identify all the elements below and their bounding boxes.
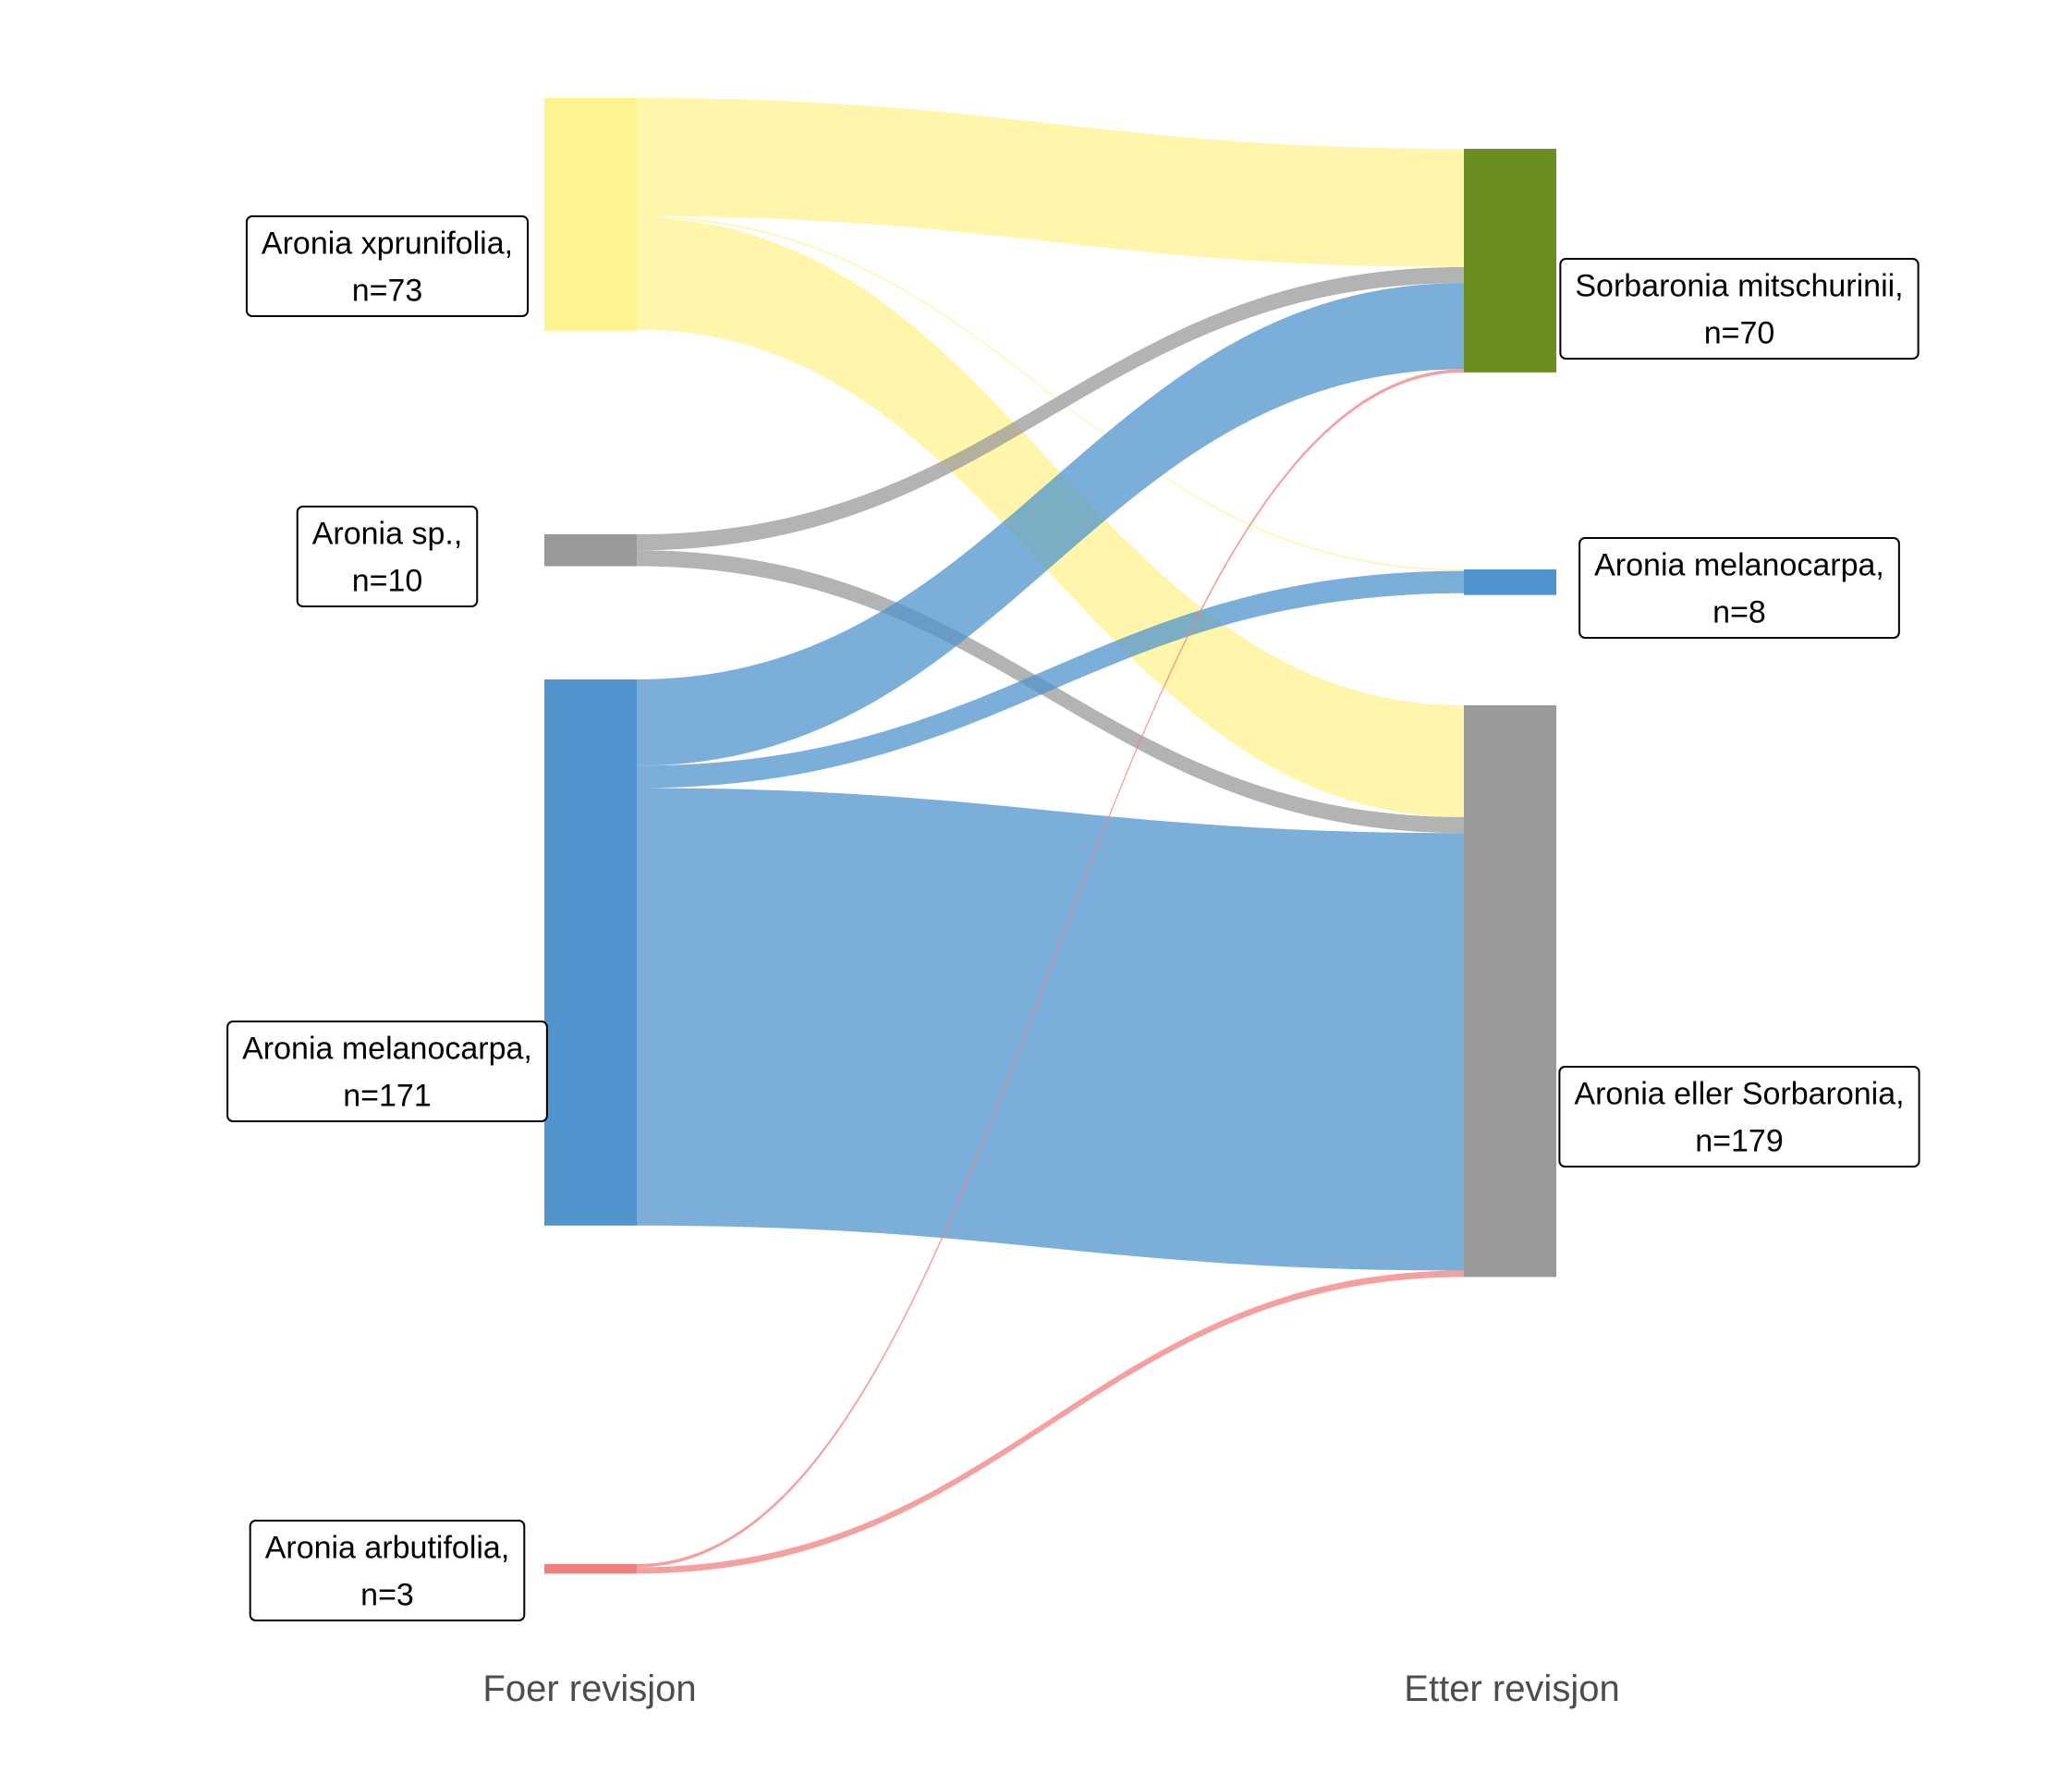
label-box xyxy=(1578,537,1900,639)
label-box xyxy=(249,1520,526,1621)
node-before-xpr xyxy=(544,98,637,332)
flow-xpr-to-smit xyxy=(637,98,1464,267)
node-label-before-arb: Aronia arbutifolia, n=3 xyxy=(249,1520,526,1621)
node-count: n=73 xyxy=(352,274,423,309)
flow-xpr-to-amel xyxy=(637,215,1464,571)
node-after-aes xyxy=(1464,705,1556,1278)
node-label-before-mel: Aronia melanocarpa, n=171 xyxy=(226,1021,548,1122)
axis-label-after: Etter revisjon xyxy=(1404,1669,1619,1709)
node-label-after-aes: Aronia eller Sorbaronia, n=179 xyxy=(1558,1066,1920,1168)
flow-sp-to-smit xyxy=(637,266,1464,551)
axis-label-before: Foer revisjon xyxy=(482,1669,696,1709)
node-count: n=3 xyxy=(360,1578,414,1613)
node-label-before-sp: Aronia sp., n=10 xyxy=(296,506,479,607)
node-count: n=70 xyxy=(1704,316,1775,351)
flow-mel-to-amel xyxy=(637,570,1464,789)
node-before-arb xyxy=(544,1564,637,1574)
node-name: Aronia eller Sorbaronia, xyxy=(1574,1077,1904,1112)
node-group xyxy=(544,98,1556,1574)
node-count: n=171 xyxy=(343,1079,432,1114)
node-name: Aronia arbutifolia, xyxy=(265,1531,510,1566)
node-before-mel xyxy=(544,679,637,1226)
node-name: Aronia melanocarpa, xyxy=(1594,548,1884,583)
label-box xyxy=(296,506,479,607)
node-label-after-smit: Sorbaronia mitschurinii, n=70 xyxy=(1559,258,1920,360)
node-count: n=179 xyxy=(1695,1124,1784,1159)
node-name: Sorbaronia mitschurinii, xyxy=(1575,269,1903,304)
label-box xyxy=(1559,258,1920,360)
flow-mel-to-aes xyxy=(637,788,1464,1271)
node-before-sp xyxy=(544,534,637,567)
flow-arb-to-smit xyxy=(637,369,1464,1568)
node-name: Aronia sp., xyxy=(312,517,463,552)
node-name: Aronia xprunifolia, xyxy=(262,226,513,262)
flow-arb-to-aes xyxy=(637,1270,1464,1574)
node-count: n=10 xyxy=(352,564,423,599)
node-label-before-xpr: Aronia xprunifolia, n=73 xyxy=(245,215,530,317)
label-box xyxy=(245,215,530,317)
node-label-after-amel: Aronia melanocarpa, n=8 xyxy=(1578,537,1900,639)
node-name: Aronia melanocarpa, xyxy=(242,1032,532,1067)
flow-sp-to-aes xyxy=(637,550,1464,834)
label-box xyxy=(1558,1066,1920,1168)
label-box xyxy=(226,1021,548,1122)
flow-mel-to-smit xyxy=(637,283,1464,766)
node-count: n=8 xyxy=(1712,595,1766,630)
flow-group xyxy=(637,98,1464,1574)
node-after-amel xyxy=(1464,569,1556,595)
node-after-smit xyxy=(1464,149,1556,373)
